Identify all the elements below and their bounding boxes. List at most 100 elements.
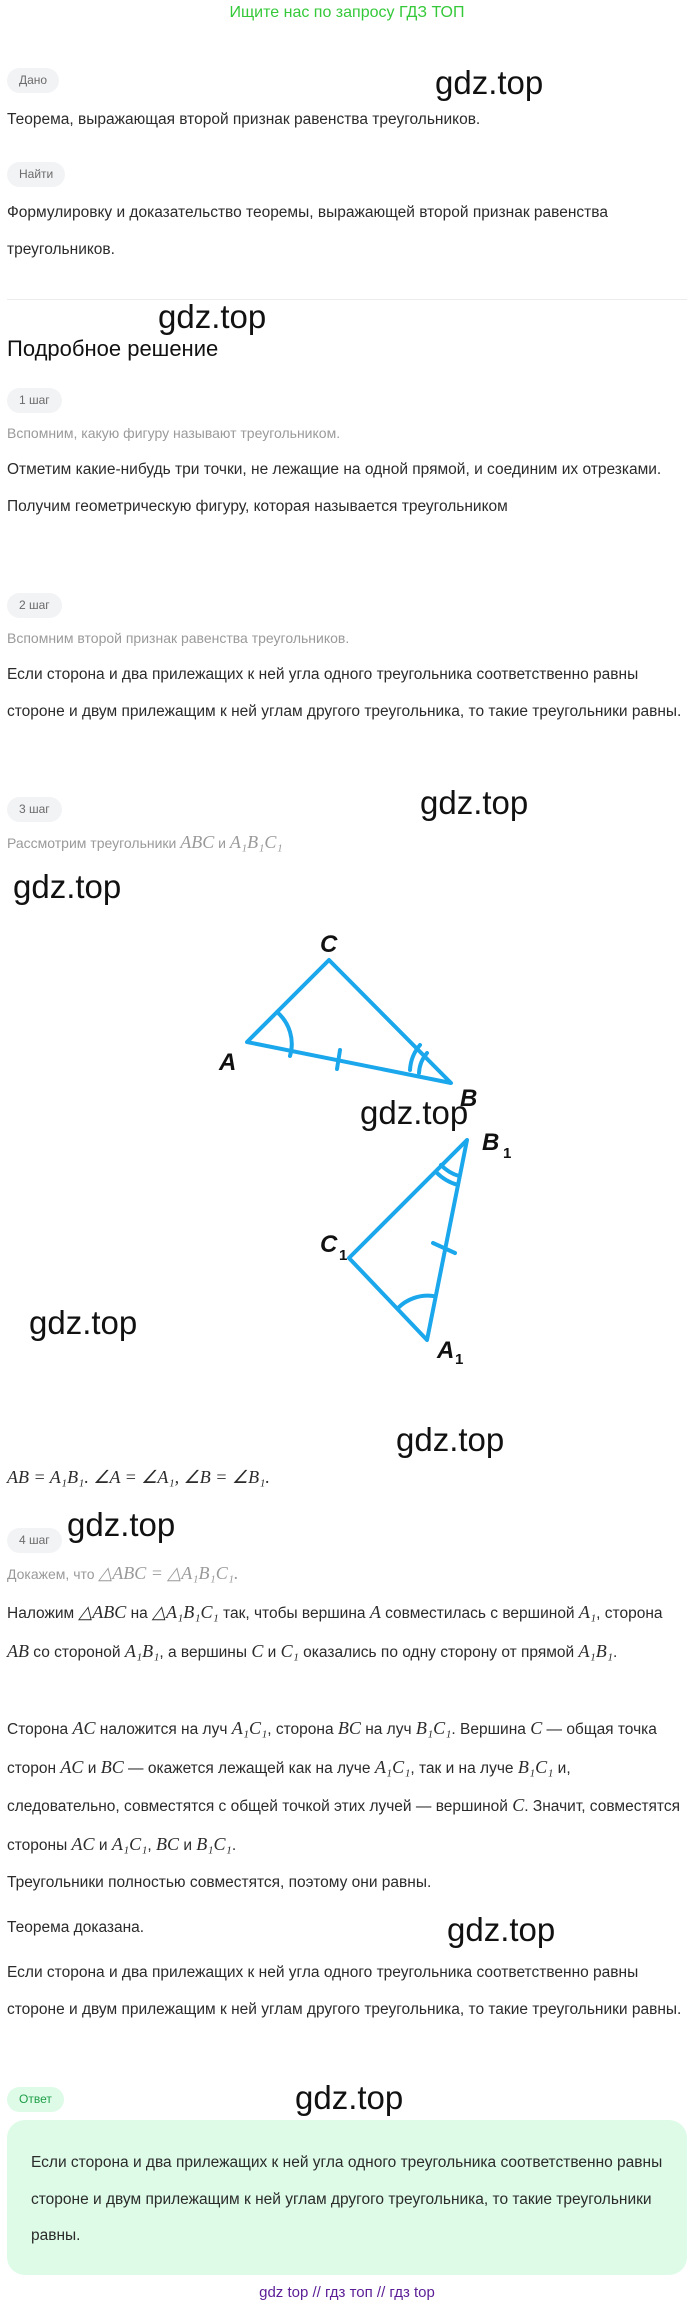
math-expression: C xyxy=(251,1640,264,1661)
label-b1-sub: 1 xyxy=(503,1145,511,1162)
text-segment: . Вершина xyxy=(451,1721,531,1738)
watermark: gdz.top xyxy=(360,1094,469,1131)
angle-a1-arc xyxy=(396,1293,435,1310)
angle-b-arc-2 xyxy=(417,1051,429,1075)
text-segment: и xyxy=(83,1759,101,1777)
step-4-body-4: Теорема доказана. xyxy=(7,1910,687,1947)
find-text: Формулировку и доказательство теоремы, в… xyxy=(7,204,608,258)
watermark: gdz.top xyxy=(420,784,529,821)
step-3-hint: Рассмотрим треугольники ABC и A₁B₁C₁ xyxy=(7,832,687,853)
math-expression: BC xyxy=(337,1718,361,1738)
angle-b1-arc-1 xyxy=(439,1163,461,1178)
step-1-badge: 1 шаг xyxy=(7,388,62,413)
text-segment: со стороной xyxy=(29,1643,125,1661)
answer-text: Если сторона и два прилежащих к ней угла… xyxy=(31,2154,663,2244)
math-expression: C₁ xyxy=(280,1640,299,1661)
text-segment: Наложим xyxy=(7,1605,79,1622)
text-segment: и xyxy=(94,1836,112,1854)
watermark: gdz.top xyxy=(435,64,544,101)
math-expression: A₁B₁ xyxy=(124,1640,160,1661)
math-expression: A₁C₁ xyxy=(231,1718,268,1738)
text-segment: Отметим какие-нибудь три точки, не лежащ… xyxy=(7,461,662,515)
math-expression: A₁C₁ xyxy=(111,1833,148,1854)
label-a: A xyxy=(218,1049,236,1076)
step-3-body: AB = A₁B₁. ∠A = ∠A₁, ∠B = ∠B₁. xyxy=(7,1459,687,1498)
text-segment: и xyxy=(179,1836,197,1854)
math-expression: △ABC = △A₁B₁C₁. xyxy=(98,1563,239,1583)
text-segment: . xyxy=(231,1836,237,1854)
watermark: gdz.top xyxy=(67,1506,176,1543)
step-2-hint: Вспомним второй признак равенства треуго… xyxy=(7,628,687,648)
math-expression: B₁C₁ xyxy=(517,1756,554,1777)
search-banner: Ищите нас по запросу ГДЗ ТОП xyxy=(229,4,465,21)
text-segment: Теорема доказана. xyxy=(7,1919,145,1936)
text-segment: Вспомним второй признак равенства треуго… xyxy=(7,630,350,646)
label-b: B xyxy=(460,1085,477,1112)
step-4-badge: 4 шаг xyxy=(7,1528,62,1553)
text-segment: — окажется лежащей как на луче xyxy=(123,1759,375,1777)
math-expression: AB = A₁B₁. ∠A = ∠A₁, ∠B = ∠B₁. xyxy=(7,1467,270,1487)
label-b1: B xyxy=(482,1129,499,1156)
step-2-badge: 2 шаг xyxy=(7,593,62,618)
text-segment: , сторона xyxy=(267,1721,338,1738)
text-segment: оказались по одну сторону от прямой xyxy=(298,1643,579,1661)
answer-box: Если сторона и два прилежащих к ней угла… xyxy=(7,2120,687,2275)
triangle-abc xyxy=(245,958,453,1085)
step-4-body-1: Наложим △ABC на △A₁B₁C₁ так, чтобы верши… xyxy=(7,1594,687,1671)
text-segment: так, чтобы вершина xyxy=(218,1605,370,1622)
text-segment: и xyxy=(214,835,230,851)
math-expression: △ABC xyxy=(78,1602,127,1622)
text-segment: , так и на луче xyxy=(410,1759,518,1777)
text-segment: Если сторона и два прилежащих к ней угла… xyxy=(7,1964,682,2018)
math-expression: B₁C₁ xyxy=(196,1833,232,1854)
find-badge: Найти xyxy=(7,162,66,187)
math-expression: A₁B₁C₁ xyxy=(229,832,283,852)
step-4-body-2: Сторона AC наложится на луч A₁C₁, сторон… xyxy=(7,1710,687,1864)
label-c1: C xyxy=(320,1231,338,1258)
math-expression: AC xyxy=(60,1756,84,1777)
math-expression: A₁C₁ xyxy=(374,1756,411,1777)
step-4-body-5: Если сторона и два прилежащих к ней угла… xyxy=(7,1955,687,2028)
answer-badge: Ответ xyxy=(7,2087,64,2112)
watermark: gdz.top xyxy=(29,1304,138,1341)
side-ab-tick xyxy=(335,1048,342,1071)
math-expression: ABC xyxy=(180,832,215,852)
text-segment: . xyxy=(613,1643,618,1661)
watermark: gdz.top xyxy=(158,298,267,335)
step-1-hint: Вспомним, какую фигуру называют треуголь… xyxy=(7,423,687,443)
step-2-body: Если сторона и два прилежащих к ней угла… xyxy=(7,657,687,730)
step-4-hint: Докажем, что △ABC = △A₁B₁C₁. xyxy=(7,1563,687,1584)
math-expression: △A₁B₁C₁ xyxy=(152,1602,219,1622)
math-expression: BC xyxy=(156,1833,180,1854)
label-c: C xyxy=(320,931,338,958)
text-segment: Докажем, что xyxy=(7,1566,99,1582)
triangles-figure: C A B B 1 C 1 A 1 xyxy=(218,931,511,1368)
text-segment: на xyxy=(126,1605,153,1622)
label-a1-sub: 1 xyxy=(455,1351,463,1368)
math-expression: BC xyxy=(100,1756,124,1777)
given-text: Теорема, выражающая второй признак равен… xyxy=(7,111,481,128)
footer-links[interactable]: gdz top // гдз топ // гдз top xyxy=(259,2284,435,2301)
step-1-body: Отметим какие-нибудь три точки, не лежащ… xyxy=(7,452,687,525)
text-segment: наложится на луч xyxy=(95,1721,232,1738)
math-expression: A₁B₁ xyxy=(578,1640,614,1661)
angle-a-arc xyxy=(275,1010,294,1058)
step-3-badge: 3 шаг xyxy=(7,797,62,822)
math-expression: AC xyxy=(71,1833,95,1854)
text-segment: , а вершины xyxy=(159,1643,252,1661)
solution-title: Подробное решение xyxy=(7,336,219,361)
text-segment: Вспомним, какую фигуру называют треуголь… xyxy=(7,425,341,441)
watermark: gdz.top xyxy=(396,1421,505,1458)
text-segment: , сторона xyxy=(596,1605,663,1622)
math-expression: C xyxy=(512,1795,525,1815)
label-c1-sub: 1 xyxy=(339,1247,347,1264)
angle-b1-arc-2 xyxy=(434,1170,460,1187)
watermark: gdz.top xyxy=(295,2079,404,2116)
watermark: gdz.top xyxy=(447,1911,556,1948)
angle-b-arc-1 xyxy=(408,1043,422,1072)
text-segment: Если сторона и два прилежащих к ней угла… xyxy=(7,666,682,720)
math-expression: AB xyxy=(7,1640,29,1661)
divider xyxy=(7,299,687,300)
side-a1b1-tick xyxy=(431,1241,457,1255)
math-expression: C xyxy=(530,1718,543,1738)
